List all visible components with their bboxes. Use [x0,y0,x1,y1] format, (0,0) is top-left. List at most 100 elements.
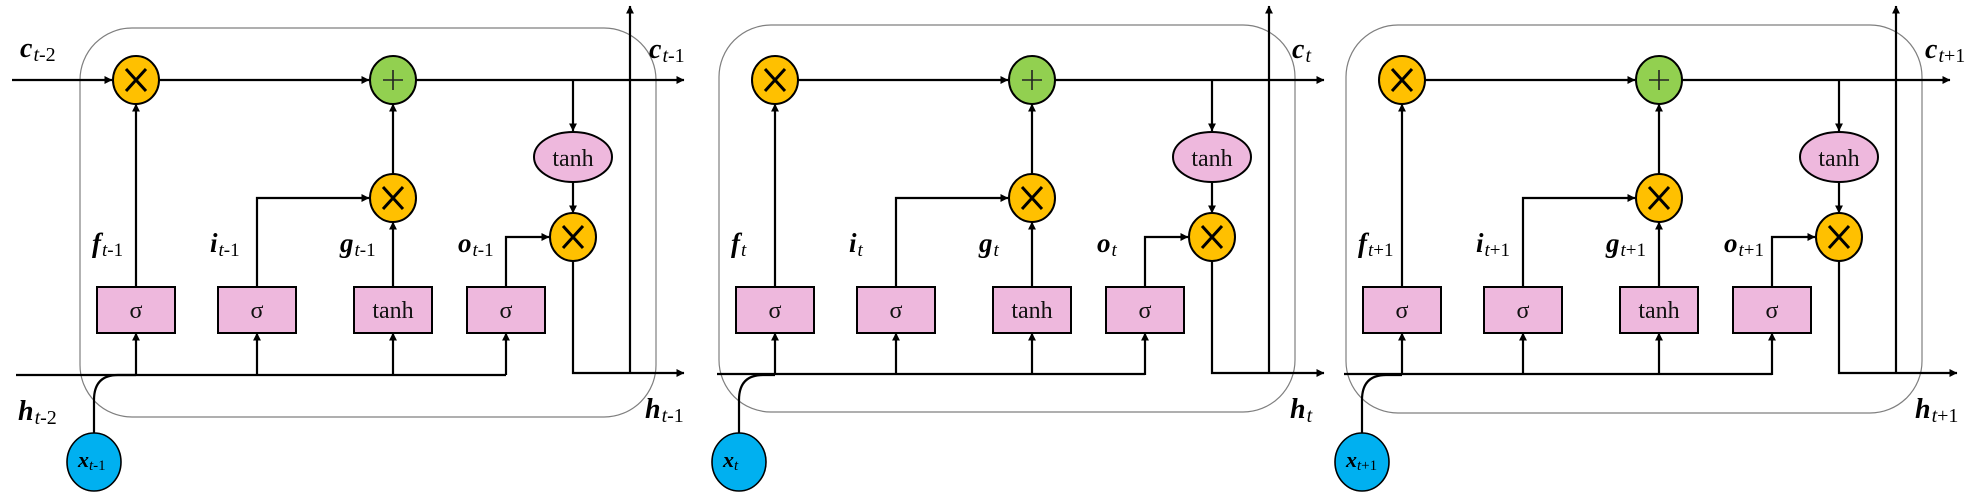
input-gate-label: it-1 [210,228,240,261]
activation-label: σ [890,298,903,324]
activation-box [1732,286,1812,334]
activation-box [353,286,433,334]
output-gate-box: σ [466,286,546,334]
hidden-out-wire [1837,261,1958,377]
x-input-node [1334,432,1390,492]
output-tanh-ellipse [1172,131,1252,183]
cell-state-out-label: ct-1 [649,34,685,67]
activation-label: σ [769,298,782,324]
cell-add-node [369,55,417,105]
cell-frame-3 [1345,24,1923,414]
lstm-cell-2: tanh σ σ tanh σ [711,55,1252,492]
multiply-icon [124,67,148,93]
input-gate-wire [894,194,1009,287]
forget-gate-label: ft-1 [92,228,123,261]
x-input-label: xt+1 [1345,447,1377,474]
candidate-gate-label: gt [978,228,1000,261]
input-multiply-node [369,173,417,223]
input-multiply-node [1008,173,1056,223]
activation-box [1105,286,1185,334]
activation-label: σ [1766,298,1779,324]
forget-multiply-node [751,55,799,105]
activation-label: σ [1396,298,1409,324]
forget-gate-box: σ [96,286,176,334]
activation-label: σ [130,298,143,324]
candidate-gate-box: tanh [353,286,433,334]
cell-state-out-label: ct [1292,34,1311,67]
forget-multiply-node [1378,55,1426,105]
output-gate-wire [1143,233,1189,287]
x-input-label: xt-1 [77,447,106,474]
forget-gate-label: ft+1 [1358,228,1394,261]
output-gate-label: ot-1 [458,228,494,261]
activation-label: tanh [372,298,413,324]
multiply-icon [1020,185,1044,211]
candidate-gate-box: tanh [992,286,1072,334]
h-prev-label: ht-2 [18,396,57,429]
forget-multiply-node [112,55,160,105]
forget-gate-label: ft [731,228,747,261]
activation-label: σ [251,298,264,324]
candidate-gate-label: gt-1 [339,228,376,261]
activation-box [1483,286,1563,334]
activation-label: tanh [1638,298,1679,324]
forget-gate-box: σ [735,286,815,334]
cell-add-node [1635,55,1683,105]
lstm-cell-3: tanh σ σ tanh σ [1334,55,1879,492]
x-input-label: xt [722,447,739,474]
output-gate-box: σ [1105,286,1185,334]
output-gate-wire [504,233,550,287]
cell-frames [79,24,1923,418]
wires [12,5,1958,433]
nodes: tanh σ σ tanh σ tanh σ σ tanh σ tanh σ σ tanh σ [66,55,1879,492]
output-tanh-label: tanh [1818,146,1859,172]
output-gate-wire [1770,233,1816,287]
x-input-wire [1360,373,1402,433]
activation-box [1362,286,1442,334]
input-gate-box: σ [217,286,297,334]
output-tanh-ellipse [533,131,613,183]
c-prev-label: ct-2 [20,33,56,66]
forget-gate-box: σ [1362,286,1442,334]
multiply-icon [1827,224,1851,250]
activation-box [1619,286,1699,334]
cell-frame-2 [718,24,1296,413]
input-multiply-node [1635,173,1683,223]
multiply-icon [561,224,585,250]
hidden-out-wire [1210,261,1325,377]
input-gate-box: σ [1483,286,1563,334]
cell-frame-1 [79,27,657,418]
input-gate-wire [1521,194,1636,287]
output-gate-box: σ [1732,286,1812,334]
activation-box [856,286,936,334]
hidden-out-label: ht [1290,394,1313,427]
activation-label: tanh [1011,298,1052,324]
output-gate-label: ot+1 [1724,228,1764,261]
multiply-icon [763,67,787,93]
activation-box [466,286,546,334]
labels: ct-2 ht-2 xt-1 ft-1 it-1 gt-1 ot-1 ct-1 ht-1 xt ft… [18,33,1965,474]
output-tanh-ellipse [1799,131,1879,183]
input-gate-wire [255,194,370,287]
multiply-icon [1390,67,1414,93]
activation-box [217,286,297,334]
activation-label: σ [500,298,513,324]
plus-icon [1022,70,1042,90]
output-gate-label: ot [1097,228,1118,261]
input-gate-label: it [849,228,864,261]
candidate-gate-box: tanh [1619,286,1699,334]
output-multiply-node [1188,212,1236,262]
activation-label: σ [1139,298,1152,324]
hidden-out-label: ht+1 [1915,394,1958,427]
plus-icon [1649,70,1669,90]
output-tanh-label: tanh [1191,146,1232,172]
activation-label: σ [1517,298,1530,324]
hidden-out-label: ht-1 [645,394,684,427]
output-tanh-label: tanh [552,146,593,172]
cell-add-node [1008,55,1056,105]
input-gate-label: it+1 [1476,228,1510,261]
cell-state-out-label: ct+1 [1925,34,1965,67]
activation-box [96,286,176,334]
input-gate-box: σ [856,286,936,334]
activation-box [992,286,1072,334]
